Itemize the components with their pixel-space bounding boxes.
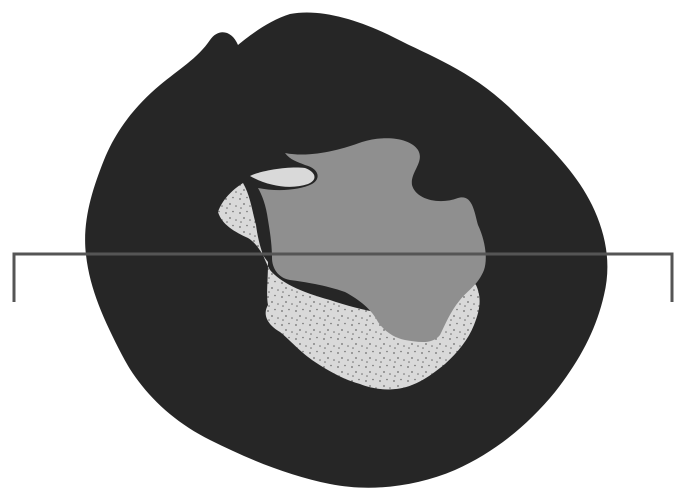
diagram-canvas	[0, 0, 675, 493]
cross-section-diagram	[0, 0, 675, 493]
